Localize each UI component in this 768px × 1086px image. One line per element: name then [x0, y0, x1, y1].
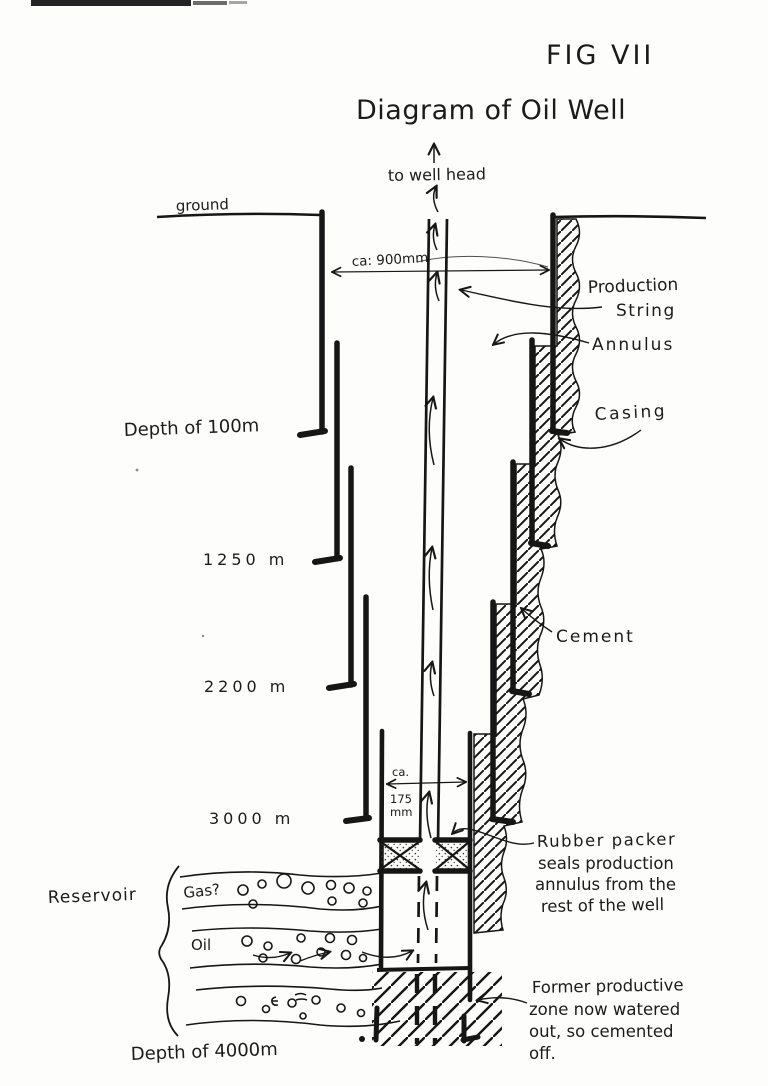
production-string [414, 218, 449, 1044]
cement-leader [522, 609, 553, 633]
casings-right [489, 212, 570, 825]
rubber-packer-note-line4: rest of the well [541, 895, 664, 916]
wellhead-arrow-2 [434, 187, 439, 213]
production-string-label-line1: Production [587, 275, 678, 298]
ground-line-right [552, 214, 707, 220]
gas-layer-label: Gas? [183, 880, 221, 902]
rubber-packer-note-line3: annulus from the [535, 875, 676, 894]
stray-stroke [416, 255, 549, 268]
depth-label-2200m: 2200 m [204, 677, 289, 696]
depth-label-100m: Depth of 100m [123, 415, 259, 441]
dim-175mm-unit: mm [390, 805, 412, 819]
cement-label: Cement [556, 627, 635, 647]
paper-specks [135, 468, 205, 638]
fig-label: FIG VII [546, 40, 654, 71]
former-zone-note-line1: Former productive [532, 975, 684, 997]
diagram-title: Diagram of Oil Well [356, 95, 626, 126]
flow-arrows [423, 225, 439, 931]
annulus-leader [494, 332, 590, 344]
production-string-leader [461, 290, 603, 310]
oil-layer-label: Oil [191, 936, 211, 954]
production-string-label-line2: String [616, 301, 676, 321]
gas-bubbles [237, 873, 372, 909]
reservoir-brace [158, 865, 180, 1037]
casing-leader [560, 429, 642, 448]
dim-175mm-arrow [388, 782, 465, 784]
reservoir-label: Reservoir [47, 885, 137, 908]
depth-label-4000m: Depth of 4000m [130, 1039, 278, 1065]
former-zone-note-line3: out, so cemented [529, 1022, 673, 1041]
casings-left [297, 209, 372, 824]
depth-label-3000m: 3000 m [209, 809, 294, 828]
lower-layer-bubbles [235, 992, 366, 1020]
rubber-packer-note-line2: seals production [538, 854, 674, 873]
former-zone-note-line2: zone now watered [529, 1000, 680, 1019]
dim-900mm-arrow [333, 270, 548, 272]
dim-900mm-label: ca: 900mm [351, 250, 428, 270]
to-well-head-label: to well head [388, 164, 486, 185]
casing-label: Casing [594, 401, 667, 425]
oil-flow-arrows [252, 951, 412, 961]
depth-label-1250m: 1250 m [203, 550, 288, 569]
former-zone-leader [478, 998, 528, 1003]
rubber-packer [377, 837, 473, 874]
scan-artifact [31, 0, 247, 6]
dim-175mm-value: 175 [390, 792, 412, 806]
ground-line-left [156, 212, 321, 219]
ground-label: ground [176, 195, 230, 215]
annulus-label: Annulus [592, 335, 674, 355]
rubber-packer-note-line1: Rubber packer [537, 830, 677, 851]
cemented-zone [372, 966, 502, 1046]
former-zone-note-line4: off. [529, 1044, 556, 1063]
rubber-packer-leader [453, 829, 535, 845]
cement-hatch [473, 218, 581, 934]
dim-175mm-ca: ca. [392, 765, 409, 779]
